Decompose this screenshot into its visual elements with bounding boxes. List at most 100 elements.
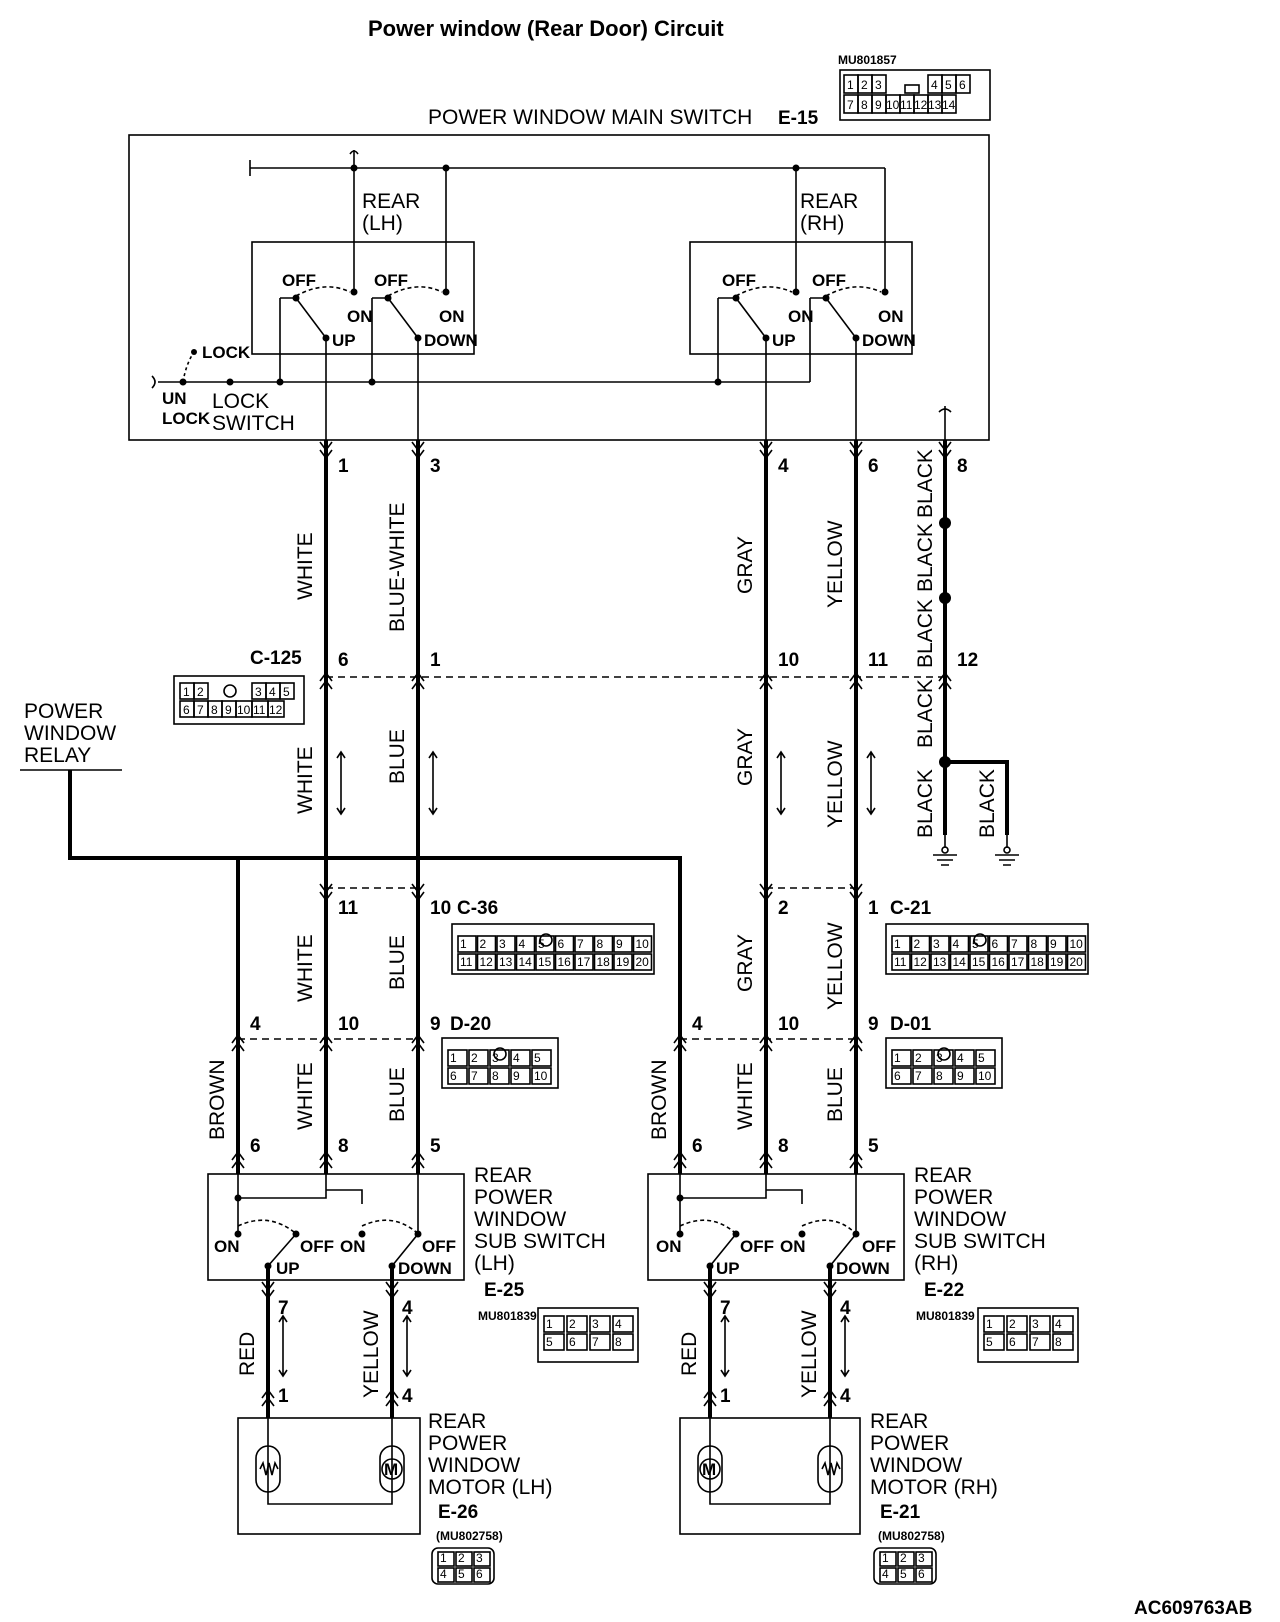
connector-pin-number: 5 bbox=[546, 1335, 553, 1349]
connector-pin-number: 20 bbox=[636, 955, 650, 969]
connector-pin-number: 14 bbox=[519, 955, 533, 969]
connector-pin-number: 3 bbox=[918, 1551, 925, 1565]
svg-text:POWER: POWER bbox=[914, 1186, 993, 1209]
svg-text:OFF: OFF bbox=[300, 1237, 334, 1256]
connector-pin-number: 5 bbox=[538, 937, 545, 951]
sub-switch-rh-box bbox=[647, 1173, 905, 1281]
svg-text:ON: ON bbox=[439, 307, 465, 326]
svg-text:ON: ON bbox=[340, 1237, 366, 1256]
connector-pin-number: 3 bbox=[476, 1551, 483, 1565]
svg-text:WINDOW: WINDOW bbox=[914, 1208, 1006, 1231]
svg-text:OFF: OFF bbox=[740, 1237, 774, 1256]
svg-text:ON: ON bbox=[780, 1237, 806, 1256]
connector-pin-number: 15 bbox=[538, 955, 552, 969]
rear-lh-side-label: (LH) bbox=[362, 212, 403, 235]
motor-lh-code: E-26 bbox=[438, 1502, 478, 1523]
connector-pin-number: 3 bbox=[592, 1317, 599, 1331]
main-switch-code: E-15 bbox=[778, 108, 819, 129]
svg-text:12: 12 bbox=[957, 650, 978, 671]
connector-pin-number: 6 bbox=[569, 1335, 576, 1349]
svg-text:4: 4 bbox=[931, 78, 938, 92]
svg-text:ON: ON bbox=[788, 307, 814, 326]
lock-label: LOCK bbox=[202, 343, 251, 362]
svg-text:POWER: POWER bbox=[870, 1432, 949, 1455]
svg-text:(RH): (RH) bbox=[914, 1252, 958, 1275]
connector-pin-number: 3 bbox=[936, 1051, 943, 1065]
svg-text:8: 8 bbox=[338, 1136, 349, 1157]
svg-text:11: 11 bbox=[868, 650, 889, 671]
thermal-breaker-icon bbox=[817, 1445, 843, 1493]
svg-text:BLACK: BLACK bbox=[914, 679, 937, 748]
svg-text:10: 10 bbox=[430, 898, 451, 919]
svg-text:10: 10 bbox=[338, 1014, 359, 1035]
connector-pin-number: 13 bbox=[499, 955, 513, 969]
svg-text:14: 14 bbox=[942, 98, 956, 112]
rear-rh-label: REAR bbox=[800, 190, 858, 213]
connector-pin-number: 1 bbox=[986, 1317, 993, 1331]
svg-text:9: 9 bbox=[875, 98, 882, 112]
svg-text:BLUE: BLUE bbox=[386, 935, 409, 990]
svg-text:9: 9 bbox=[225, 703, 232, 717]
svg-text:5: 5 bbox=[430, 1136, 441, 1157]
main-switch-part-number: MU801857 bbox=[838, 53, 897, 67]
connector-pin-number: 10 bbox=[636, 937, 650, 951]
connector-pin-number: 6 bbox=[476, 1567, 483, 1581]
svg-text:ON: ON bbox=[347, 307, 373, 326]
svg-text:RED: RED bbox=[236, 1332, 259, 1376]
svg-text:ON: ON bbox=[656, 1237, 682, 1256]
d01-code: D-01 bbox=[890, 1014, 932, 1035]
wire-label-blue-white: BLUE-WHITE bbox=[386, 502, 409, 632]
svg-text:OFF: OFF bbox=[812, 271, 846, 290]
svg-text:DOWN: DOWN bbox=[836, 1259, 890, 1278]
svg-text:DOWN: DOWN bbox=[862, 331, 916, 350]
connector-pin-number: 8 bbox=[936, 1069, 943, 1083]
connector-pin-number: 17 bbox=[1011, 955, 1025, 969]
connector-pin-number: 7 bbox=[1032, 1335, 1039, 1349]
svg-text:6: 6 bbox=[338, 650, 349, 671]
connector-pin-number: 5 bbox=[972, 937, 979, 951]
wire-black-8 bbox=[939, 440, 1009, 835]
svg-text:1: 1 bbox=[338, 456, 349, 477]
connector-pin-number: 2 bbox=[569, 1317, 576, 1331]
connector-pin-number: 19 bbox=[1050, 955, 1064, 969]
svg-text:2: 2 bbox=[778, 898, 789, 919]
connector-pin-number: 1 bbox=[546, 1317, 553, 1331]
svg-text:4: 4 bbox=[840, 1298, 851, 1319]
connector-pin-number: 8 bbox=[1031, 937, 1038, 951]
connector-pin-number: 20 bbox=[1070, 955, 1084, 969]
connector-pin-number: 7 bbox=[915, 1069, 922, 1083]
svg-text:UP: UP bbox=[332, 331, 356, 350]
svg-text:4: 4 bbox=[840, 1386, 851, 1407]
svg-text:YELLOW: YELLOW bbox=[360, 1310, 383, 1398]
connector-pin-number: 2 bbox=[1009, 1317, 1016, 1331]
connector-pin-number: 11 bbox=[894, 955, 907, 969]
connector-pin-number: 19 bbox=[616, 955, 630, 969]
svg-text:3: 3 bbox=[430, 456, 441, 477]
svg-text:SUB SWITCH: SUB SWITCH bbox=[474, 1230, 606, 1253]
connector-pin-number: 10 bbox=[978, 1069, 992, 1083]
connector-pin-number: 1 bbox=[894, 1051, 901, 1065]
svg-text:8: 8 bbox=[861, 98, 868, 112]
connector-pin-number: 4 bbox=[957, 1051, 964, 1065]
svg-text:BROWN: BROWN bbox=[206, 1060, 229, 1141]
svg-text:6: 6 bbox=[183, 703, 190, 717]
c125-code: C-125 bbox=[250, 648, 302, 669]
connector-pin-number: 4 bbox=[513, 1051, 520, 1065]
thermal-breaker-icon bbox=[255, 1445, 281, 1493]
svg-text:WINDOW: WINDOW bbox=[428, 1454, 520, 1477]
svg-text:12: 12 bbox=[914, 98, 928, 112]
connector-pin-number: 1 bbox=[450, 1051, 457, 1065]
svg-text:MU801839: MU801839 bbox=[478, 1309, 537, 1323]
main-switch-connector-icon: MU801857 1 2 3 4 5 6 7 8 9 10 11 12 13 1… bbox=[838, 53, 991, 121]
connector-pin-number: 4 bbox=[440, 1567, 447, 1581]
svg-text:OFF: OFF bbox=[722, 271, 756, 290]
svg-text:REAR: REAR bbox=[474, 1164, 532, 1187]
connector-pin-number: 8 bbox=[492, 1069, 499, 1083]
svg-text:YELLOW: YELLOW bbox=[824, 740, 847, 828]
svg-text:(LH): (LH) bbox=[474, 1252, 515, 1275]
svg-text:ON: ON bbox=[878, 307, 904, 326]
svg-text:8: 8 bbox=[211, 703, 218, 717]
